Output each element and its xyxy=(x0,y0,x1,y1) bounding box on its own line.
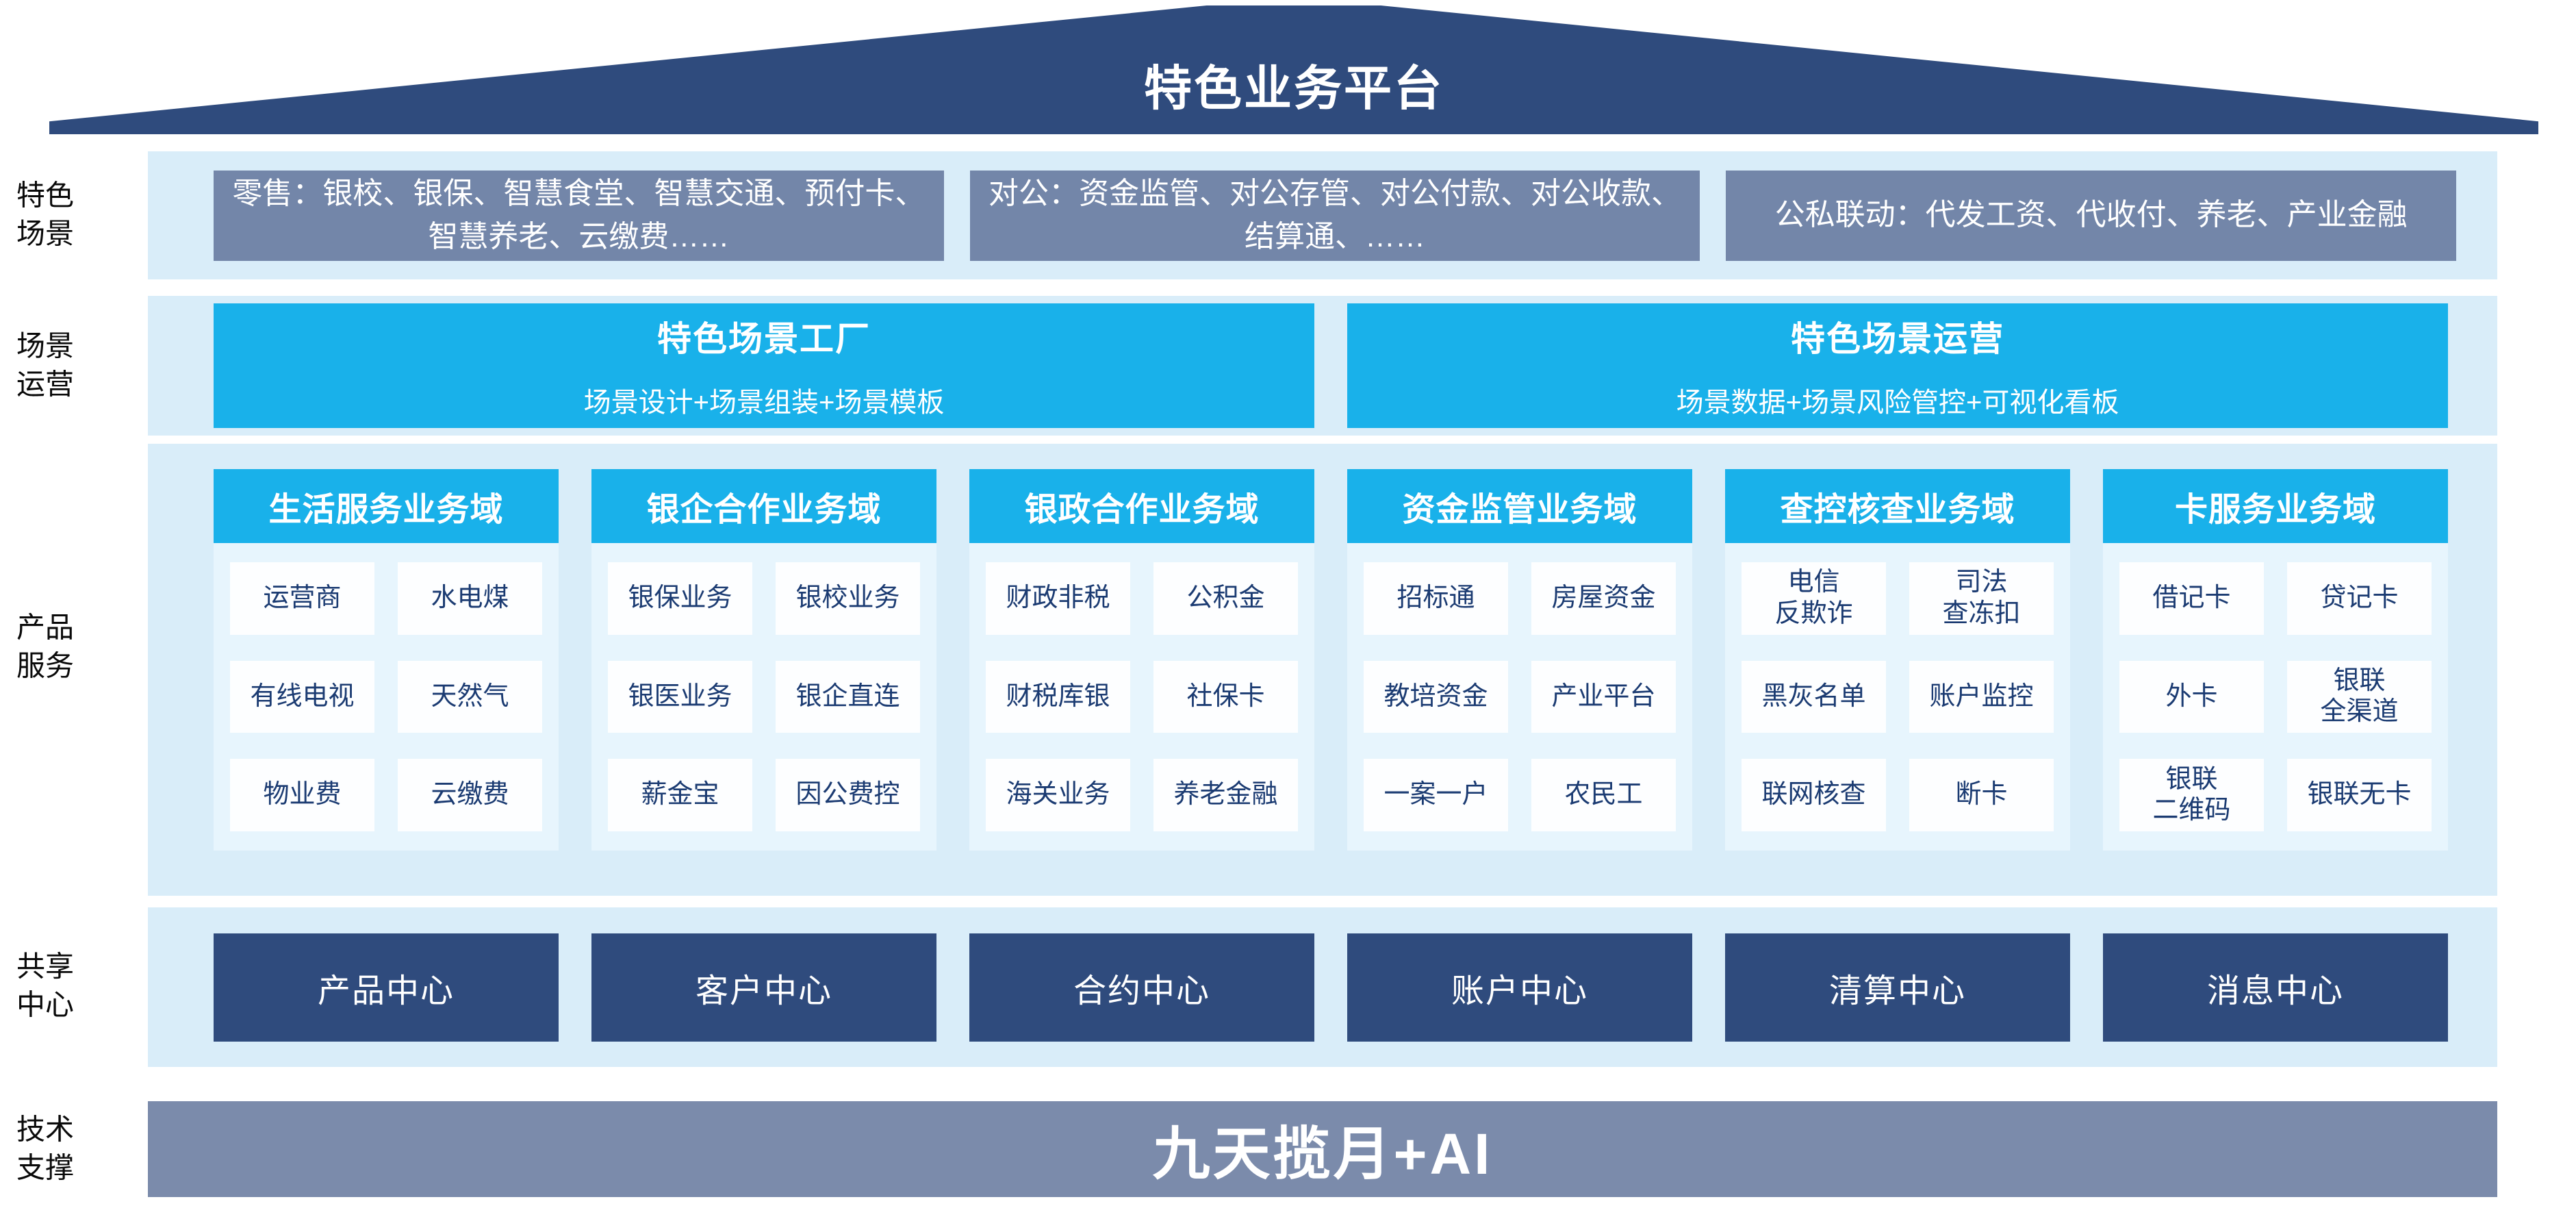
center-box: 产品中心 xyxy=(214,933,559,1042)
domain-body: 电信 反欺诈 司法 查冻扣 黑灰名单 账户监控 联网核查 断卡 xyxy=(1725,543,2070,851)
operation-box-title: 特色场景运营 xyxy=(1791,320,2004,358)
domain-cell: 外卡 xyxy=(2119,660,2264,733)
operations-panel: 特色场景工厂 场景设计+场景组装+场景模板 特色场景运营 场景数据+场景风险管控… xyxy=(148,296,2497,436)
domain-cell: 银医业务 xyxy=(608,660,752,733)
domain-cell: 有线电视 xyxy=(230,660,374,733)
business-domain-column: 生活服务业务域 运营商 水电煤 有线电视 天然气 物业费 云缴费 xyxy=(214,469,559,851)
domain-body: 招标通 房屋资金 教培资金 产业平台 一案一户 农民工 xyxy=(1347,543,1692,851)
domain-cell: 一案一户 xyxy=(1364,759,1508,831)
layer-label-line: 服务 xyxy=(16,650,75,682)
domain-header: 卡服务业务域 xyxy=(2103,469,2448,543)
scene-box: 零售：银校、银保、智慧食堂、智慧交通、预付卡、智慧养老、云缴费…… xyxy=(214,170,944,261)
domain-cell: 运营商 xyxy=(230,562,374,635)
layer-label-line: 产品 xyxy=(16,611,75,644)
layer-label-line: 技术 xyxy=(16,1113,75,1146)
domain-cell: 财税库银 xyxy=(986,660,1130,733)
center-box: 合约中心 xyxy=(969,933,1314,1042)
layer-label-line: 中心 xyxy=(16,989,75,1021)
domain-cell: 房屋资金 xyxy=(1531,562,1676,635)
layer-label-line: 共享 xyxy=(16,950,75,983)
layer-label-products: 产品 服务 xyxy=(16,609,133,686)
domain-cell: 水电煤 xyxy=(398,562,542,635)
domain-header: 生活服务业务域 xyxy=(214,469,559,543)
domain-cell: 银校业务 xyxy=(776,562,920,635)
domain-header: 银企合作业务域 xyxy=(591,469,936,543)
domain-cell: 教培资金 xyxy=(1364,660,1508,733)
domain-cell: 电信 反欺诈 xyxy=(1742,562,1886,635)
platform-roof: 特色业务平台 xyxy=(49,5,2538,134)
domain-cell: 银联 二维码 xyxy=(2119,759,2264,831)
products-panel: 生活服务业务域 运营商 水电煤 有线电视 天然气 物业费 云缴费 xyxy=(148,444,2497,896)
center-box: 客户中心 xyxy=(591,933,936,1042)
domain-cell: 云缴费 xyxy=(398,759,542,831)
domain-cell: 招标通 xyxy=(1364,562,1508,635)
domain-cell: 黑灰名单 xyxy=(1742,660,1886,733)
domain-cell: 薪金宝 xyxy=(608,759,752,831)
domain-cell: 银企直连 xyxy=(776,660,920,733)
domain-cell: 海关业务 xyxy=(986,759,1130,831)
scenes-panel: 零售：银校、银保、智慧食堂、智慧交通、预付卡、智慧养老、云缴费…… 对公：资金监… xyxy=(148,151,2497,279)
layer-label-line: 特色 xyxy=(16,179,75,212)
operation-box-factory: 特色场景工厂 场景设计+场景组装+场景模板 xyxy=(214,303,1314,428)
layer-label-line: 场景 xyxy=(16,329,75,362)
scene-box: 对公：资金监管、对公存管、对公付款、对公收款、结算通、…… xyxy=(969,170,1700,261)
operation-box-title: 特色场景工厂 xyxy=(657,320,871,358)
domain-cell: 物业费 xyxy=(230,759,374,831)
domain-body: 银保业务 银校业务 银医业务 银企直连 薪金宝 因公费控 xyxy=(591,543,936,851)
operation-box-subtitle: 场景设计+场景组装+场景模板 xyxy=(583,388,945,418)
domain-cell: 因公费控 xyxy=(776,759,920,831)
domain-body: 财政非税 公积金 财税库银 社保卡 海关业务 养老金融 xyxy=(969,543,1314,851)
layer-label-shared: 共享 中心 xyxy=(16,948,133,1025)
domain-cell: 公积金 xyxy=(1153,562,1298,635)
platform-title: 特色业务平台 xyxy=(1144,61,1444,115)
layer-label-operations: 场景 运营 xyxy=(16,327,133,405)
business-domain-column: 卡服务业务域 借记卡 贷记卡 外卡 银联 全渠道 银联 二维码 银联无卡 xyxy=(2103,469,2448,851)
layer-label-line: 场景 xyxy=(16,218,75,250)
business-domain-column: 查控核查业务域 电信 反欺诈 司法 查冻扣 黑灰名单 账户监控 联网核查 断卡 xyxy=(1725,469,2070,851)
layer-label-line: 运营 xyxy=(16,368,75,401)
domain-cell: 财政非税 xyxy=(986,562,1130,635)
domain-cell: 司法 查冻扣 xyxy=(1909,562,2054,635)
scene-box: 公私联动：代发工资、代收付、养老、产业金融 xyxy=(1726,170,2457,261)
domain-header: 资金监管业务域 xyxy=(1347,469,1692,543)
center-box: 清算中心 xyxy=(1725,933,2070,1042)
domain-cell: 农民工 xyxy=(1531,759,1676,831)
center-box: 账户中心 xyxy=(1347,933,1692,1042)
domain-cell: 联网核查 xyxy=(1742,759,1886,831)
operation-box-operations: 特色场景运营 场景数据+场景风险管控+可视化看板 xyxy=(1347,303,2448,428)
domain-cell: 银联 全渠道 xyxy=(2287,660,2432,733)
business-domain-column: 银政合作业务域 财政非税 公积金 财税库银 社保卡 海关业务 养老金融 xyxy=(969,469,1314,851)
layer-label-scenes: 特色 场景 xyxy=(16,177,133,254)
domain-body: 运营商 水电煤 有线电视 天然气 物业费 云缴费 xyxy=(214,543,559,851)
domain-cell: 银联无卡 xyxy=(2287,759,2432,831)
domain-cell: 产业平台 xyxy=(1531,660,1676,733)
business-domain-column: 资金监管业务域 招标通 房屋资金 教培资金 产业平台 一案一户 农民工 xyxy=(1347,469,1692,851)
domain-header: 查控核查业务域 xyxy=(1725,469,2070,543)
layer-label-tech: 技术 支撑 xyxy=(16,1111,133,1188)
domain-cell: 贷记卡 xyxy=(2287,562,2432,635)
layer-label-line: 支撑 xyxy=(16,1152,75,1184)
operation-box-subtitle: 场景数据+场景风险管控+可视化看板 xyxy=(1676,388,2119,418)
tech-support-label: 九天揽月+AI xyxy=(1152,1121,1493,1186)
domain-header: 银政合作业务域 xyxy=(969,469,1314,543)
domain-cell: 账户监控 xyxy=(1909,660,2054,733)
domain-cell: 天然气 xyxy=(398,660,542,733)
domain-cell: 银保业务 xyxy=(608,562,752,635)
center-box: 消息中心 xyxy=(2103,933,2448,1042)
domain-body: 借记卡 贷记卡 外卡 银联 全渠道 银联 二维码 银联无卡 xyxy=(2103,543,2448,851)
domain-cell: 借记卡 xyxy=(2119,562,2264,635)
shared-panel: 产品中心 客户中心 合约中心 账户中心 清算中心 消息中心 xyxy=(148,907,2497,1067)
tech-support-bar: 九天揽月+AI xyxy=(148,1101,2497,1197)
domain-cell: 社保卡 xyxy=(1153,660,1298,733)
domain-cell: 养老金融 xyxy=(1153,759,1298,831)
business-domain-column: 银企合作业务域 银保业务 银校业务 银医业务 银企直连 薪金宝 因公费控 xyxy=(591,469,936,851)
domain-cell: 断卡 xyxy=(1909,759,2054,831)
